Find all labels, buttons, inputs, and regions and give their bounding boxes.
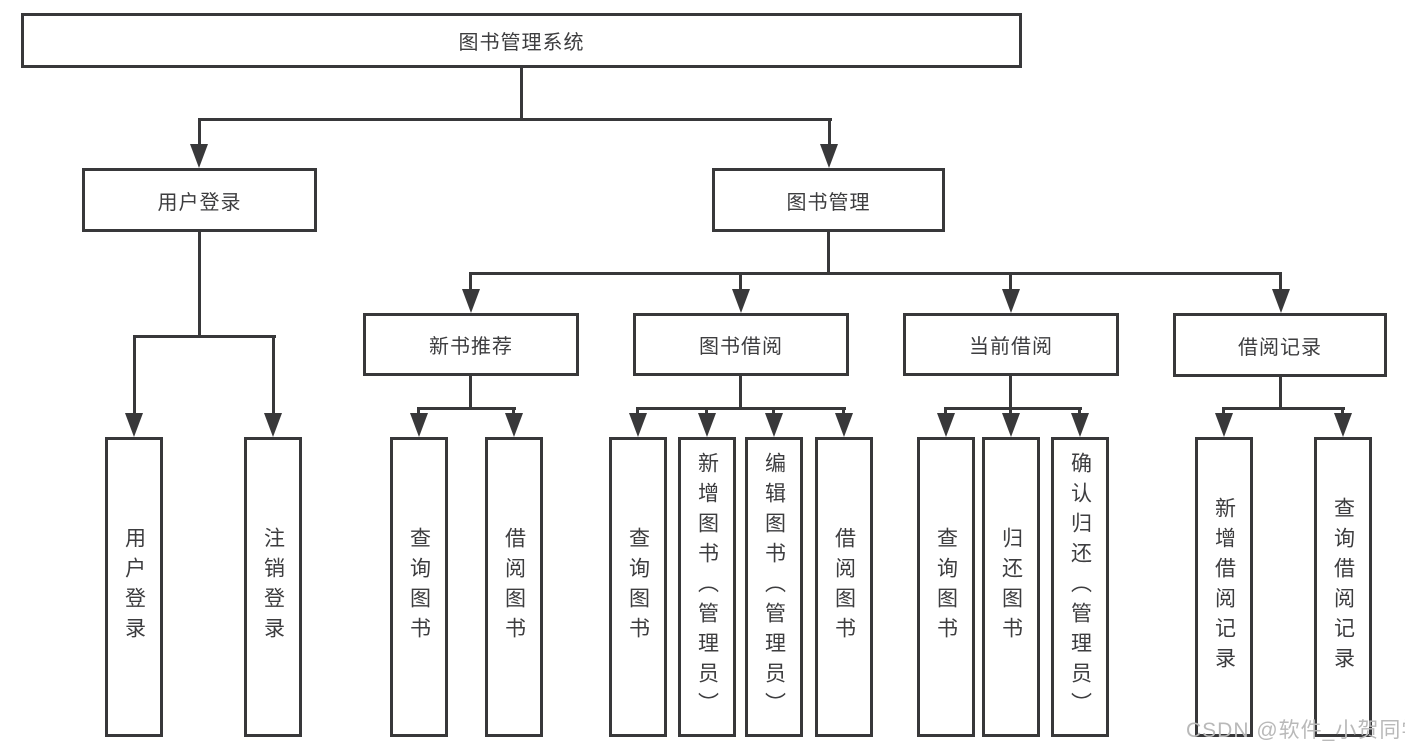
node-current-borrowing: 当前借阅 xyxy=(903,313,1119,376)
leaf-logout: 注销登录 xyxy=(244,437,302,737)
connector-line xyxy=(198,121,201,146)
arrow-down-icon xyxy=(1215,413,1233,437)
connector-line xyxy=(469,275,472,291)
node-book-management: 图书管理 xyxy=(712,168,945,232)
connector-line xyxy=(198,118,832,121)
leaf-add-book-admin: 新增图书（管理员） xyxy=(678,437,736,737)
leaf-query-borrow-record: 查询借阅记录 xyxy=(1314,437,1372,737)
connector-line xyxy=(1009,410,1012,415)
connector-line xyxy=(417,410,420,415)
arrow-down-icon xyxy=(765,413,783,437)
arrow-down-icon xyxy=(410,413,428,437)
arrow-down-icon xyxy=(937,413,955,437)
connector-line xyxy=(272,338,275,415)
arrow-down-icon xyxy=(1002,413,1020,437)
arrow-down-icon xyxy=(1002,289,1020,313)
node-new-book-recommend: 新书推荐 xyxy=(363,313,579,376)
leaf-add-borrow-record: 新增借阅记录 xyxy=(1195,437,1253,737)
leaf-return-books: 归还图书 xyxy=(982,437,1040,737)
leaf-label: 查询图书 xyxy=(407,527,431,647)
connector-line xyxy=(1222,410,1225,415)
arrow-down-icon xyxy=(732,289,750,313)
connector-line xyxy=(772,410,775,415)
leaf-label: 查询图书 xyxy=(934,527,958,647)
connector-line xyxy=(469,272,1282,275)
arrow-down-icon xyxy=(698,413,716,437)
node-root: 图书管理系统 xyxy=(21,13,1022,68)
arrow-down-icon xyxy=(629,413,647,437)
connector-line xyxy=(1078,410,1081,415)
leaf-query-books-recommend: 查询图书 xyxy=(390,437,448,737)
arrow-down-icon xyxy=(264,413,282,437)
node-user-login: 用户登录 xyxy=(82,168,317,232)
leaf-confirm-return-admin: 确认归还（管理员） xyxy=(1051,437,1109,737)
connector-line xyxy=(739,376,742,407)
connector-line xyxy=(198,232,201,335)
connector-line xyxy=(417,407,516,410)
leaf-edit-book-admin: 编辑图书（管理员） xyxy=(745,437,803,737)
arrow-down-icon xyxy=(1334,413,1352,437)
connector-line xyxy=(944,410,947,415)
arrow-down-icon xyxy=(820,144,838,168)
arrow-down-icon xyxy=(835,413,853,437)
leaf-label: 注销登录 xyxy=(261,527,285,647)
connector-line xyxy=(1222,407,1345,410)
arrow-down-icon xyxy=(1071,413,1089,437)
connector-line xyxy=(636,410,639,415)
arrow-down-icon xyxy=(190,144,208,168)
leaf-borrow-books-borrowing: 借阅图书 xyxy=(815,437,873,737)
connector-line xyxy=(944,407,1082,410)
leaf-user-login: 用户登录 xyxy=(105,437,163,737)
connector-line xyxy=(636,407,846,410)
connector-line xyxy=(133,338,136,415)
arrow-down-icon xyxy=(505,413,523,437)
arrow-down-icon xyxy=(462,289,480,313)
leaf-label: 编辑图书（管理员） xyxy=(762,452,786,722)
leaf-label: 用户登录 xyxy=(122,527,146,647)
node-book-borrowing: 图书借阅 xyxy=(633,313,849,376)
connector-line xyxy=(705,410,708,415)
leaf-label: 查询图书 xyxy=(626,527,650,647)
leaf-label: 查询借阅记录 xyxy=(1331,497,1355,677)
arrow-down-icon xyxy=(125,413,143,437)
connector-line xyxy=(1009,275,1012,291)
leaf-label: 新增借阅记录 xyxy=(1212,497,1236,677)
connector-line xyxy=(1341,410,1344,415)
leaf-query-books-current: 查询图书 xyxy=(917,437,975,737)
connector-line xyxy=(469,376,472,407)
connector-line xyxy=(828,121,831,146)
leaf-label: 确认归还（管理员） xyxy=(1068,452,1092,722)
connector-line xyxy=(827,232,830,272)
connector-line xyxy=(739,275,742,291)
leaf-label: 新增图书（管理员） xyxy=(695,452,719,722)
connector-line xyxy=(1279,376,1282,407)
connector-line xyxy=(133,335,276,338)
leaf-borrow-books-recommend: 借阅图书 xyxy=(485,437,543,737)
node-borrowing-records: 借阅记录 xyxy=(1173,313,1387,377)
leaf-label: 借阅图书 xyxy=(502,527,526,647)
leaf-label: 归还图书 xyxy=(999,527,1023,647)
arrow-down-icon xyxy=(1272,289,1290,313)
connector-line xyxy=(520,68,523,120)
connector-line xyxy=(1009,376,1012,407)
connector-line xyxy=(1279,275,1282,291)
csdn-watermark: CSDN @软件_小贺同学 xyxy=(1186,719,1405,742)
connector-line xyxy=(842,410,845,415)
leaf-query-books-borrowing: 查询图书 xyxy=(609,437,667,737)
leaf-label: 借阅图书 xyxy=(832,527,856,647)
connector-line xyxy=(512,410,515,415)
